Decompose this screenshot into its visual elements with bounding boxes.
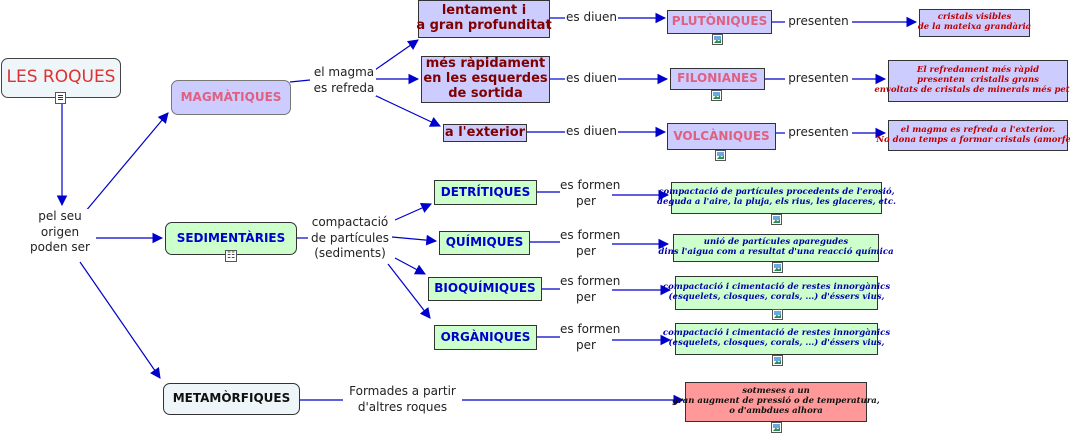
- image-thumbnail-icon[interactable]: [772, 262, 783, 273]
- metamorphic-node[interactable]: METAMÒRFIQUES: [163, 383, 300, 415]
- document-icon[interactable]: [55, 92, 66, 104]
- formed-by-label-1: es formen per: [560, 178, 621, 210]
- magma-where-deep[interactable]: lentament i a gran profunditat: [416, 0, 552, 38]
- magma-where-cracks[interactable]: més ràpidament en les esquerdes de sorti…: [421, 56, 550, 103]
- volcanic-node[interactable]: VOLCÀNIQUES: [667, 123, 776, 150]
- origin-label: pel seu origen poden ser: [24, 209, 96, 256]
- compaction-label: compactació de partícules (sediments): [308, 215, 392, 262]
- plutonic-description-text: cristals visibles de la mateixa grandàri…: [917, 12, 1032, 32]
- image-thumbnail-icon[interactable]: [712, 34, 723, 45]
- plutonic-node[interactable]: PLUTÒNIQUES: [667, 10, 772, 34]
- chemical-label: QUÍMIQUES: [445, 235, 524, 250]
- presenten-label-3: presenten: [785, 125, 852, 141]
- detritic-label: DETRÍTIQUES: [440, 184, 531, 199]
- magma-where-cracks-label: més ràpidament en les esquerdes de sorti…: [423, 56, 548, 101]
- image-thumbnail-icon[interactable]: [772, 355, 783, 366]
- root-title: LES ROQUES: [6, 67, 116, 88]
- biochemical-label: BIOQUÍMIQUES: [434, 281, 536, 296]
- magmatic-node[interactable]: MAGMÀTIQUES: [171, 80, 291, 115]
- es-diuen-label-2: es diuen: [565, 71, 618, 87]
- magmatic-label: MAGMÀTIQUES: [180, 89, 282, 104]
- image-thumbnail-icon[interactable]: [711, 90, 722, 101]
- presenten-label-1: presenten: [785, 14, 852, 30]
- es-diuen-label-3: es diuen: [565, 124, 618, 140]
- plutonic-label: PLUTÒNIQUES: [671, 14, 768, 29]
- biochemical-description-text: compactació i cimentació de restes innor…: [662, 282, 891, 302]
- volcanic-description[interactable]: el magma es refreda a l'exterior. No don…: [876, 120, 1070, 151]
- organic-node[interactable]: ORGÀNIQUES: [434, 325, 537, 350]
- metamorphic-label: METAMÒRFIQUES: [172, 391, 291, 406]
- sedimentary-label: SEDIMENTÀRIES: [176, 230, 286, 245]
- volcanic-label: VOLCÀNIQUES: [673, 128, 770, 143]
- filonian-node[interactable]: FILONIANES: [670, 68, 765, 90]
- presenten-label-2: presenten: [785, 71, 852, 87]
- es-diuen-label-1: es diuen: [565, 10, 618, 26]
- formed-from-label: Formades a partir d'altres roques: [343, 384, 462, 416]
- organic-description-text: compactació i cimentació de restes innor…: [662, 328, 891, 348]
- filonian-description[interactable]: El refredament més ràpid presenten crist…: [874, 60, 1070, 102]
- biochemical-node[interactable]: BIOQUÍMIQUES: [428, 277, 542, 301]
- detritic-description-text: compactació de partícules procedents de …: [657, 187, 896, 207]
- magma-where-exterior[interactable]: a l'exterior: [443, 124, 527, 142]
- metamorphic-description-text: sotmeses a un gran augment de pressió o …: [672, 386, 880, 416]
- formed-by-label-4: es formen per: [560, 322, 621, 354]
- organic-description[interactable]: compactació i cimentació de restes innor…: [663, 323, 890, 355]
- chemical-description[interactable]: unió de partícules aparegudes dins l'aig…: [658, 234, 894, 262]
- organic-label: ORGÀNIQUES: [440, 329, 531, 344]
- magma-where-deep-label: lentament i a gran profunditat: [416, 3, 552, 33]
- detritic-node[interactable]: DETRÍTIQUES: [434, 180, 537, 205]
- image-thumbnail-icon[interactable]: [771, 214, 782, 225]
- image-thumbnail-icon[interactable]: [772, 309, 783, 320]
- filonian-description-text: El refredament més ràpid presenten crist…: [874, 65, 1070, 95]
- chemical-description-text: unió de partícules aparegudes dins l'aig…: [658, 237, 894, 257]
- formed-by-label-3: es formen per: [560, 274, 621, 306]
- volcanic-description-text: el magma es refreda a l'exterior. No don…: [876, 124, 1070, 145]
- filonian-label: FILONIANES: [677, 71, 758, 86]
- image-thumbnail-icon[interactable]: [771, 422, 782, 433]
- chemical-node[interactable]: QUÍMIQUES: [439, 231, 530, 255]
- image-thumbnail-icon[interactable]: [715, 150, 726, 161]
- magma-where-exterior-label: a l'exterior: [444, 124, 526, 140]
- biochemical-description[interactable]: compactació i cimentació de restes innor…: [663, 276, 890, 310]
- detritic-description[interactable]: compactació de partícules procedents de …: [657, 182, 896, 214]
- metamorphic-description[interactable]: sotmeses a un gran augment de pressió o …: [672, 382, 880, 422]
- formed-by-label-2: es formen per: [560, 228, 621, 260]
- tree-icon[interactable]: ☷: [225, 250, 237, 262]
- plutonic-description[interactable]: cristals visibles de la mateixa grandàri…: [917, 9, 1032, 37]
- magma-cools-label: el magma es refreda: [312, 65, 376, 97]
